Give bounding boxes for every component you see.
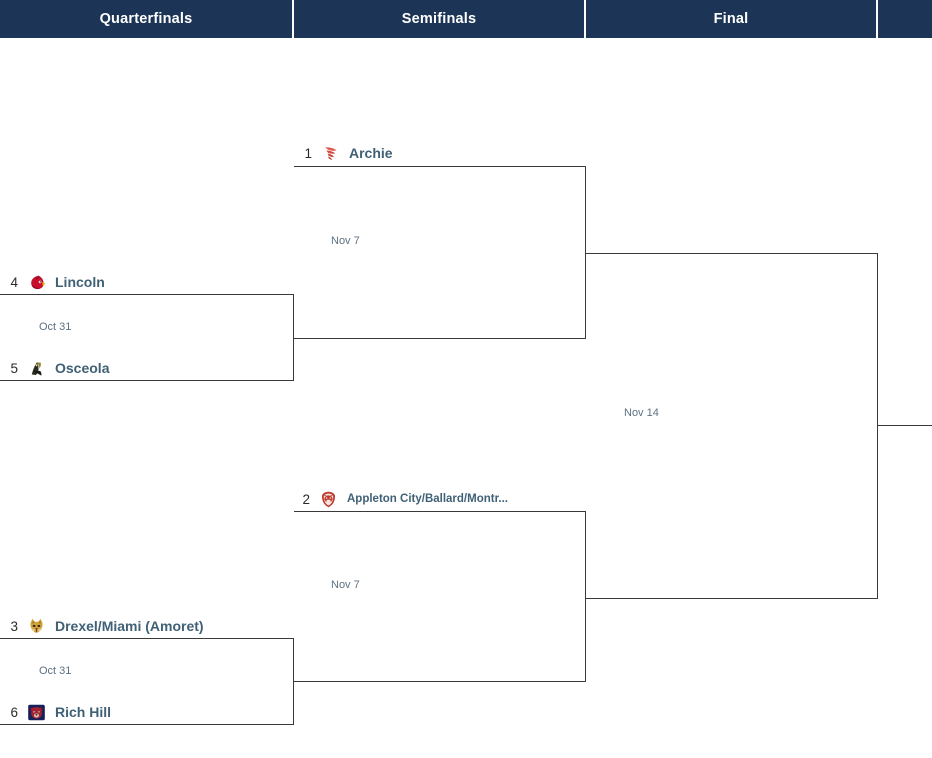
seed-number: 6 xyxy=(10,704,18,720)
seed-number: 2 xyxy=(302,491,310,507)
final-bottom-line xyxy=(586,598,878,599)
final-top-line xyxy=(586,253,878,254)
team-row-appleton-city[interactable]: 2 Appleton City/Ballard/Montr... xyxy=(296,488,508,510)
sf2-top-line xyxy=(294,511,586,512)
seed-number: 3 xyxy=(10,618,18,634)
team-row-rich-hill[interactable]: 6 Rich Hill xyxy=(4,701,111,723)
sf1-bottom-line xyxy=(294,338,586,339)
team-row-osceola[interactable]: 5 Osceola xyxy=(4,357,109,379)
sf1-right-line xyxy=(585,166,586,339)
sf1-game-date: Nov 7 xyxy=(331,235,360,247)
sf2-game-date: Nov 7 xyxy=(331,579,360,591)
team-name: Rich Hill xyxy=(55,704,112,720)
round-header-semifinals: Semifinals xyxy=(294,0,586,38)
bulldog-shield-logo-icon xyxy=(321,491,336,507)
bobcat-logo-icon xyxy=(30,618,43,633)
sf2-right-line xyxy=(585,511,586,682)
champion-advance-line xyxy=(877,425,932,426)
seminole-logo-icon xyxy=(31,361,42,376)
round-header-quarterfinals-label: Quarterfinals xyxy=(99,11,193,27)
sf2-bottom-line xyxy=(294,681,586,682)
qf2-top-line xyxy=(0,638,294,639)
cardinal-logo-icon xyxy=(31,274,46,289)
seed-number: 4 xyxy=(10,274,18,290)
qf1-bottom-line xyxy=(0,380,294,381)
qf1-right-line xyxy=(293,294,294,381)
final-game-date: Nov 14 xyxy=(624,407,659,419)
qf2-bottom-line xyxy=(0,724,294,725)
team-row-archie[interactable]: 1 Archie xyxy=(298,142,393,164)
round-header-quarterfinals: Quarterfinals xyxy=(0,0,294,38)
qf1-game-date: Oct 31 xyxy=(39,321,72,333)
team-name: Lincoln xyxy=(55,274,105,290)
round-header-final: Final xyxy=(586,0,878,38)
seed-number: 5 xyxy=(10,360,18,376)
team-name: Osceola xyxy=(55,360,110,376)
team-name: Appleton City/Ballard/Montr... xyxy=(347,493,509,505)
final-right-line xyxy=(877,253,878,599)
whirlwind-logo-icon xyxy=(325,146,337,160)
seed-number: 1 xyxy=(304,145,312,161)
round-header-semifinals-label: Semifinals xyxy=(401,11,477,27)
sf1-top-line xyxy=(294,166,586,167)
bear-logo-icon xyxy=(28,704,45,720)
team-row-lincoln[interactable]: 4 Lincoln xyxy=(4,271,105,293)
team-row-drexel-miami[interactable]: 3 Drexel/Miami (Amoret) xyxy=(4,615,204,637)
round-header-final-label: Final xyxy=(713,11,749,27)
team-name: Drexel/Miami (Amoret) xyxy=(55,618,204,634)
round-header-champion xyxy=(878,0,932,38)
round-header-bar: Quarterfinals Semifinals Final xyxy=(0,0,932,38)
qf1-top-line xyxy=(0,294,294,295)
qf2-game-date: Oct 31 xyxy=(39,665,72,677)
team-name: Archie xyxy=(349,145,393,161)
